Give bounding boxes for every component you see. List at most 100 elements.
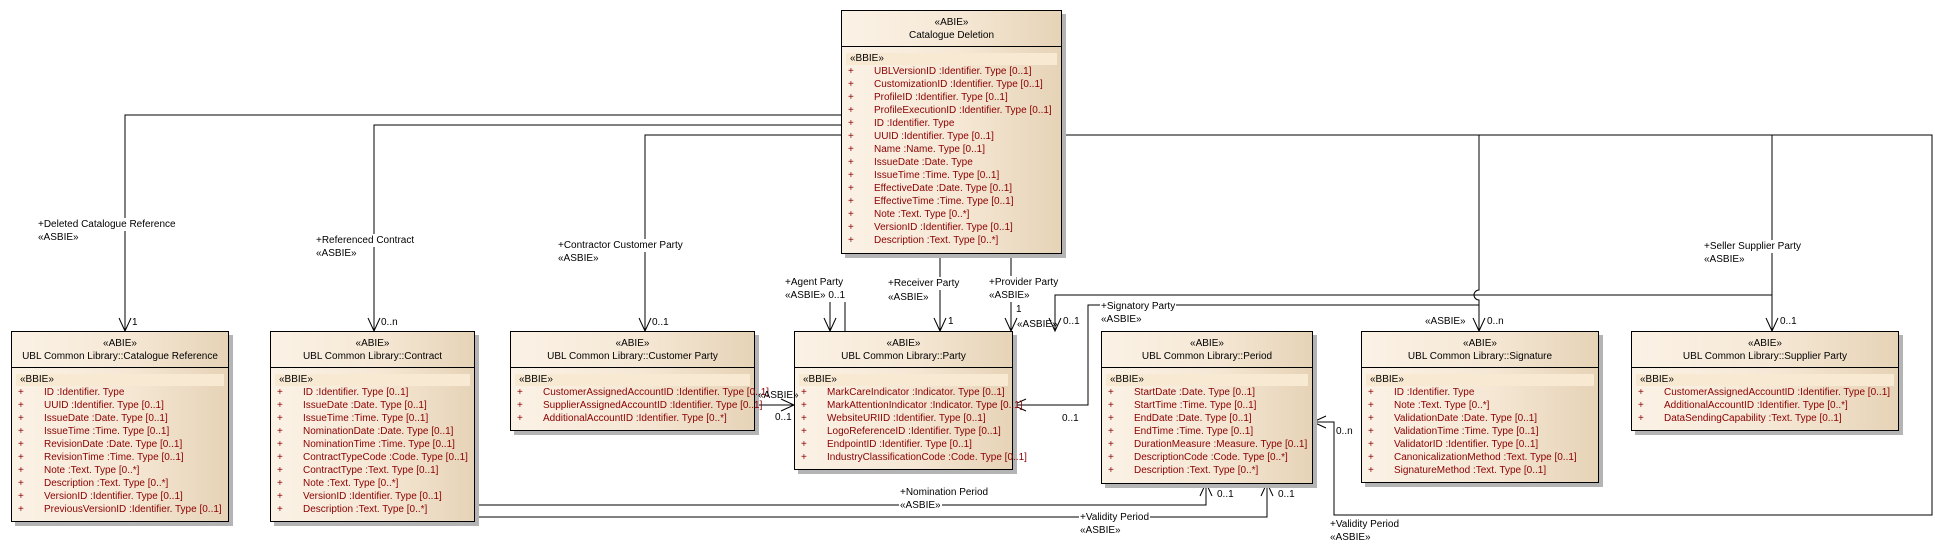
attribute-row[interactable]: +NominationTime :Time. Type [0..1] <box>271 438 474 451</box>
line-validity-period-contract[interactable] <box>475 483 1268 518</box>
attribute-row[interactable]: +EndpointID :Identifier. Type [0..1] <box>795 438 1012 451</box>
class-period[interactable]: «ABIE»UBL Common Library::Period«BBIE»+S… <box>1101 331 1313 484</box>
attribute-row[interactable]: +PreviousVersionID :Identifier. Type [0.… <box>12 503 228 516</box>
attribute-row[interactable]: +Description :Text. Type [0..*] <box>1102 464 1312 477</box>
attribute-row[interactable]: +UBLVersionID :Identifier. Type [0..1] <box>842 65 1061 78</box>
attribute-text: ProfileID :Identifier. Type [0..1] <box>874 92 1008 103</box>
attribute-row[interactable]: +IssueTime :Time. Type [0..1] <box>12 425 228 438</box>
attribute-row[interactable]: +Note :Text. Type [0..*] <box>12 464 228 477</box>
attribute-row[interactable]: +ID :Identifier. Type <box>12 386 228 399</box>
attribute-row[interactable]: +ContractType :Text. Type [0..1] <box>271 464 474 477</box>
attribute-row[interactable]: +RevisionDate :Date. Type [0..1] <box>12 438 228 451</box>
attribute-row[interactable]: +ID :Identifier. Type <box>1362 386 1598 399</box>
visibility-marker: + <box>1368 400 1374 411</box>
label-party-link-multiplicity: 0..1 <box>1063 316 1080 327</box>
class-contract[interactable]: «ABIE»UBL Common Library::Contract«BBIE»… <box>270 331 475 522</box>
attribute-row[interactable]: +WebsiteURIID :Identifier. Type [0..1] <box>795 412 1012 425</box>
line-party-link[interactable] <box>1054 294 1772 331</box>
line-referenced-contract[interactable] <box>373 124 841 331</box>
attribute-text: WebsiteURIID :Identifier. Type [0..1] <box>827 413 986 424</box>
line-signatory-party[interactable] <box>1013 304 1479 406</box>
attribute-text: VersionID :Identifier. Type [0..1] <box>303 491 442 502</box>
attribute-row[interactable]: +ProfileExecutionID :Identifier. Type [0… <box>842 104 1061 117</box>
attribute-row[interactable]: +RevisionTime :Time. Type [0..1] <box>12 451 228 464</box>
attribute-row[interactable]: +ID :Identifier. Type [0..1] <box>271 386 474 399</box>
attribute-row[interactable]: +DataSendingCapability :Text. Type [0..1… <box>1632 412 1898 425</box>
attribute-row[interactable]: +CustomerAssignedAccountID :Identifier. … <box>1632 386 1898 399</box>
class-party[interactable]: «ABIE»UBL Common Library::Party«BBIE»+Ma… <box>794 331 1027 470</box>
attribute-row[interactable]: +CustomerAssignedAccountID :Identifier. … <box>511 386 769 399</box>
class-header: «ABIE»UBL Common Library::Party <box>795 332 1012 368</box>
class-name: Catalogue Deletion <box>908 30 995 41</box>
line-signature[interactable] <box>1062 134 1480 331</box>
attribute-stereotype: «BBIE» <box>515 374 750 386</box>
attribute-row[interactable]: +Description :Text. Type [0..*] <box>271 503 474 516</box>
visibility-marker: + <box>1368 452 1374 463</box>
attribute-row[interactable]: +UUID :Identifier. Type [0..1] <box>12 399 228 412</box>
attribute-row[interactable]: +Note :Text. Type [0..*] <box>842 208 1061 221</box>
attribute-row[interactable]: +ContractTypeCode :Code. Type [0..1] <box>271 451 474 464</box>
attribute-row[interactable]: +EffectiveTime :Time. Type [0..1] <box>842 195 1061 208</box>
class-customer[interactable]: «ABIE»UBL Common Library::Customer Party… <box>510 331 769 431</box>
attribute-row[interactable]: +Note :Text. Type [0..*] <box>1362 399 1598 412</box>
label-customer-party-link-multiplicity: 0..1 <box>775 412 792 423</box>
attribute-row[interactable]: +StartTime :Time. Type [0..1] <box>1102 399 1312 412</box>
attribute-row[interactable]: +Description :Text. Type [0..*] <box>12 477 228 490</box>
attribute-row[interactable]: +ValidatorID :Identifier. Type [0..1] <box>1362 438 1598 451</box>
line-deleted-catalogue-reference[interactable] <box>124 114 841 331</box>
attribute-row[interactable]: +ProfileID :Identifier. Type [0..1] <box>842 91 1061 104</box>
attribute-row[interactable]: +MarkCareIndicator :Indicator. Type [0..… <box>795 386 1012 399</box>
line-validity-period-deletion[interactable] <box>1062 134 1933 516</box>
attribute-row[interactable]: +Name :Name. Type [0..1] <box>842 143 1061 156</box>
attribute-row[interactable]: +UUID :Identifier. Type [0..1] <box>842 130 1061 143</box>
attribute-row[interactable]: +StartDate :Date. Type [0..1] <box>1102 386 1312 399</box>
class-cd[interactable]: «ABIE»Catalogue Deletion«BBIE»+UBLVersio… <box>841 10 1062 254</box>
visibility-marker: + <box>1368 439 1374 450</box>
attribute-row[interactable]: +DurationMeasure :Measure. Type [0..1] <box>1102 438 1312 451</box>
attribute-row[interactable]: +IssueTime :Time. Type [0..1] <box>271 412 474 425</box>
attribute-row[interactable]: +IssueDate :Date. Type [0..1] <box>271 399 474 412</box>
line-contractor-customer-party[interactable] <box>644 134 841 331</box>
attribute-row[interactable]: +ValidationTime :Time. Type [0..1] <box>1362 425 1598 438</box>
label-receiver-party-stereotype: «ASBIE» <box>887 291 930 304</box>
attribute-row[interactable]: +IndustryClassificationCode :Code. Type … <box>795 451 1027 464</box>
attribute-row[interactable]: +MarkAttentionIndicator :Indicator. Type… <box>795 399 1022 412</box>
attribute-text: ID :Identifier. Type <box>874 118 955 129</box>
attribute-text: EffectiveTime :Time. Type [0..1] <box>874 196 1014 207</box>
attribute-row[interactable]: +IssueTime :Time. Type [0..1] <box>842 169 1061 182</box>
attribute-row[interactable]: +AdditionalAccountID :Identifier. Type [… <box>511 412 754 425</box>
attribute-row[interactable]: +ID :Identifier. Type <box>842 117 1061 130</box>
attribute-text: ValidationTime :Time. Type [0..1] <box>1394 426 1539 437</box>
attribute-row[interactable]: +ValidationDate :Date. Type [0..1] <box>1362 412 1598 425</box>
visibility-marker: + <box>277 426 283 437</box>
visibility-marker: + <box>848 170 854 181</box>
attribute-text: IssueDate :Date. Type [0..1] <box>44 413 168 424</box>
class-name: UBL Common Library::Signature <box>1407 351 1553 362</box>
attribute-row[interactable]: +EndTime :Time. Type [0..1] <box>1102 425 1312 438</box>
attribute-row[interactable]: +SignatureMethod :Text. Type [0..1] <box>1362 464 1598 477</box>
attribute-row[interactable]: +VersionID :Identifier. Type [0..1] <box>271 490 474 503</box>
line-nomination-period[interactable] <box>475 483 1207 506</box>
attribute-row[interactable]: +VersionID :Identifier. Type [0..1] <box>12 490 228 503</box>
attribute-row[interactable]: +NominationDate :Date. Type [0..1] <box>271 425 474 438</box>
attribute-row[interactable]: +SupplierAssignedAccountID :Identifier. … <box>511 399 762 412</box>
attribute-row[interactable]: +CanonicalizationMethod :Text. Type [0..… <box>1362 451 1598 464</box>
attribute-row[interactable]: +EffectiveDate :Date. Type [0..1] <box>842 182 1061 195</box>
attribute-row[interactable]: +EndDate :Date. Type [0..1] <box>1102 412 1312 425</box>
class-header: «ABIE»Catalogue Deletion <box>842 11 1061 47</box>
line-seller-supplier-party[interactable] <box>1479 134 1773 331</box>
attribute-stereotype: «BBIE» <box>1366 374 1594 386</box>
class-signature[interactable]: «ABIE»UBL Common Library::Signature«BBIE… <box>1361 331 1599 483</box>
attribute-row[interactable]: +CustomizationID :Identifier. Type [0..1… <box>842 78 1061 91</box>
attribute-row[interactable]: +IssueDate :Date. Type [0..1] <box>12 412 228 425</box>
attribute-text: ID :Identifier. Type <box>44 387 125 398</box>
attribute-row[interactable]: +Description :Text. Type [0..*] <box>842 234 1061 247</box>
class-supplier[interactable]: «ABIE»UBL Common Library::Supplier Party… <box>1631 331 1899 431</box>
attribute-row[interactable]: +VersionID :Identifier. Type [0..1] <box>842 221 1061 234</box>
attribute-row[interactable]: +IssueDate :Date. Type <box>842 156 1061 169</box>
attribute-row[interactable]: +DescriptionCode :Code. Type [0..*] <box>1102 451 1312 464</box>
attribute-row[interactable]: +LogoReferenceID :Identifier. Type [0..1… <box>795 425 1012 438</box>
attribute-row[interactable]: +Note :Text. Type [0..*] <box>271 477 474 490</box>
attribute-row[interactable]: +AdditionalAccountID :Identifier. Type [… <box>1632 399 1898 412</box>
class-catref[interactable]: «ABIE»UBL Common Library::Catalogue Refe… <box>11 331 229 522</box>
